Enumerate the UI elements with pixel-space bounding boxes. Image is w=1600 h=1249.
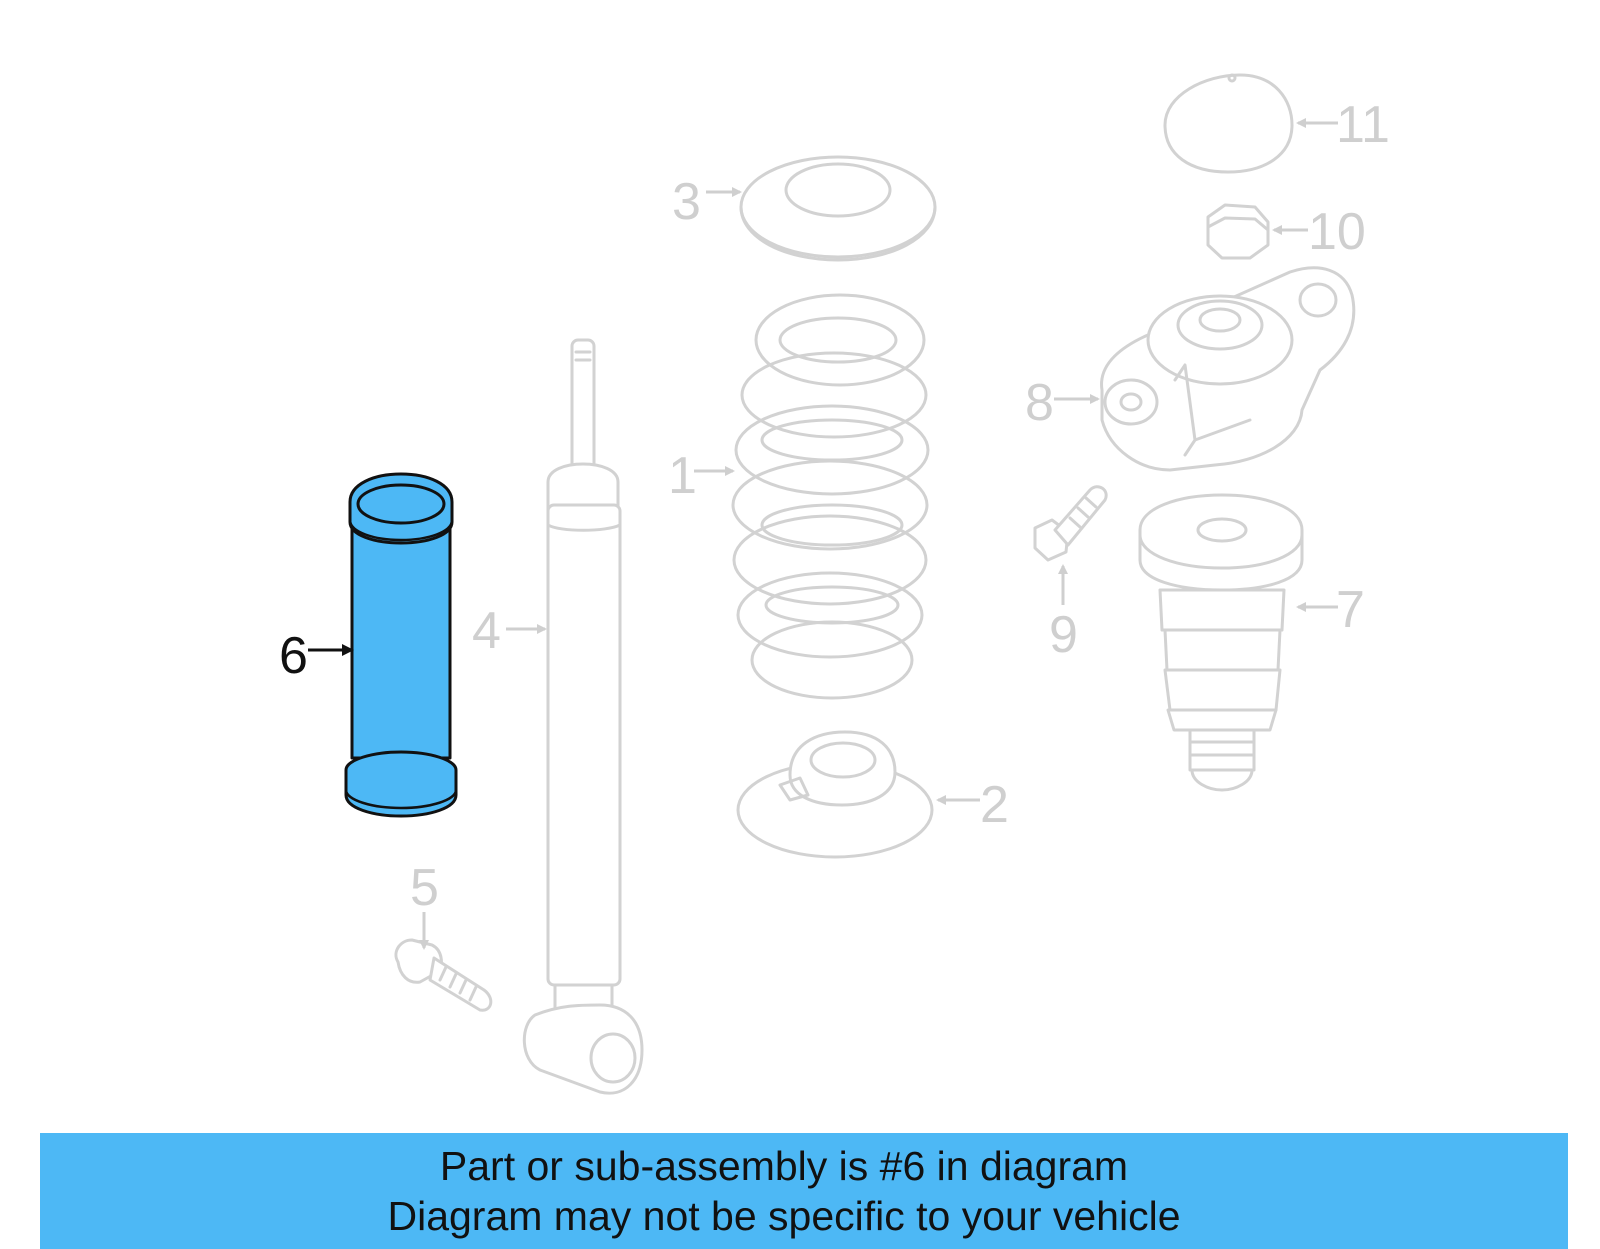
- callout-7: 7: [1296, 581, 1365, 639]
- callout-11: 11: [1296, 96, 1390, 154]
- upper-spring-seat-part[interactable]: [739, 155, 937, 262]
- upper-bolt-part[interactable]: [1033, 485, 1108, 562]
- bump-stop-part[interactable]: [1138, 493, 1304, 792]
- dust-cap-part[interactable]: [1163, 73, 1294, 174]
- callout-9: 9: [1049, 564, 1078, 664]
- callout-label-5: 5: [410, 859, 439, 917]
- lower-spring-seat-part[interactable]: [736, 730, 934, 859]
- callout-label-11: 11: [1336, 96, 1390, 154]
- banner-line-disclaimer: Diagram may not be specific to your vehi…: [387, 1193, 1181, 1239]
- callout-3: 3: [672, 173, 742, 231]
- callout-label-1: 1: [668, 447, 697, 505]
- callout-1: 1: [668, 447, 735, 505]
- callout-4: 4: [472, 602, 547, 660]
- top-nut-part[interactable]: [1206, 203, 1270, 260]
- callout-2: 2: [936, 776, 1009, 834]
- lower-bolt-part[interactable]: [394, 938, 493, 1012]
- dust-boot-sleeve-part[interactable]: [344, 472, 458, 818]
- callout-label-3: 3: [672, 173, 701, 231]
- callout-label-6: 6: [279, 627, 308, 685]
- callout-label-2: 2: [980, 776, 1009, 834]
- coil-spring-part[interactable]: [731, 293, 930, 700]
- callout-5: 5: [410, 859, 439, 950]
- strut-mount-part[interactable]: [1100, 266, 1356, 472]
- info-banner: Part or sub-assembly is #6 in diagram Di…: [40, 1133, 1568, 1249]
- banner-line-part-number: Part or sub-assembly is #6 in diagram: [439, 1143, 1129, 1189]
- callout-6: 6: [279, 627, 354, 685]
- callout-label-7: 7: [1336, 581, 1365, 639]
- callout-label-8: 8: [1025, 374, 1054, 432]
- callout-10: 10: [1272, 203, 1366, 261]
- callout-label-9: 9: [1049, 606, 1078, 664]
- shock-absorber-part[interactable]: [522, 338, 644, 1095]
- callout-8: 8: [1025, 374, 1100, 432]
- callout-label-4: 4: [472, 602, 501, 660]
- callout-label-10: 10: [1308, 203, 1366, 261]
